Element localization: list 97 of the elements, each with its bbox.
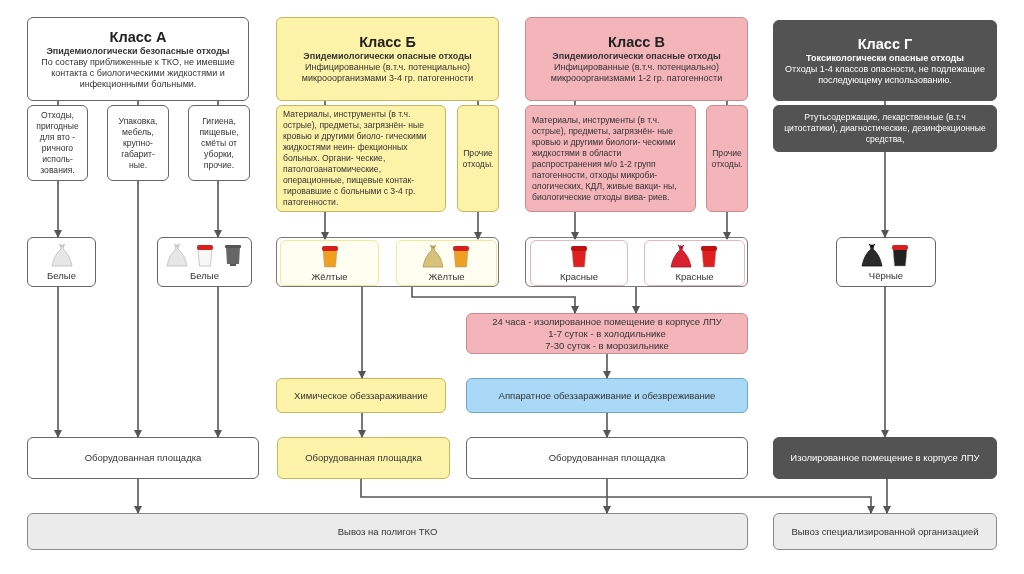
class-title: Класс А [109,28,167,46]
connector-arrow [321,211,329,240]
container-label: Белые [47,269,76,282]
box-text: Материалы, инструменты (в т.ч. острые), предметы, загрязнён- ные кровью и другими биологи- ческими жидкостями в области распространения м/о 1-2 групп патогенности, отходы микроби- ологических, КДЛ, живые вакци- ны, биологические отходы вива- риев. [531,114,678,203]
connector-arrow [411,286,579,314]
box-text: Ртутьсодержащие, лекарственные (в.т.ч цитостатики), диагностические, дезинфекционные средства, [783,112,987,145]
box-text: 7-30 суток - в морозильнике [545,339,669,352]
connector-arrow [883,478,891,514]
connector-arrow [214,286,222,438]
box-text: 24 часа - изолированное помещение в корпусе ЛПУ [492,315,722,328]
container-label: Красные [559,270,599,283]
container-color-box [644,240,745,286]
class-description: По составу приближенные к ТКО, не имевшие контакта с биологическими жидкостями и инфекционными больными. [40,56,236,90]
connector-arrow [358,412,366,438]
container-group-box [525,237,748,287]
box-text: Аппаратное обеззараживание и обезвреживание [498,389,716,402]
connector-arrow [474,211,482,240]
class-subtitle: Эпидемиологически безопасные отходы [45,45,231,57]
connector-arrow [723,211,731,240]
storage-site-box [466,437,748,479]
container-color-box [836,237,936,287]
box-text: Упаковка, мебель, крупно- габарит- ные. [117,115,159,171]
connector-arrow [358,286,366,379]
waste-type-box [276,105,446,212]
class-subtitle: Эпидемиологически опасные отходы [302,51,473,62]
connector-arrow [881,151,889,238]
class-title: Класс Б [359,34,416,51]
connector-line [324,100,326,106]
waste-type-box [188,105,250,181]
container-label: Чёрные [868,269,904,282]
box-text: Оборудованная площадка [84,452,202,464]
connector-arrow [54,286,62,438]
waste-type-box [107,105,169,181]
storage-site-box [277,437,450,479]
connector-line [726,100,728,106]
box-text: Оборудованная площадка [305,452,422,464]
connector-line [884,100,886,106]
connector-arrow [360,478,875,514]
connector-arrow [571,211,579,240]
class-header-box [773,20,997,101]
container-label: Жёлтые [311,270,348,283]
box-text: Изолированное помещение в корпусе ЛПУ [790,452,980,464]
waste-type-box [27,105,88,181]
box-text: Оборудованная площадка [548,452,666,464]
box-text: 1-7 суток - в холодильнике [548,327,666,340]
connector-line [217,100,219,106]
box-text: Прочие отходы. [710,147,744,170]
container-color-box [27,237,96,287]
class-title: Класс Г [857,35,913,53]
connector-arrow [54,180,62,238]
connector-line [57,100,59,106]
connector-line [574,100,576,106]
container-color-box [157,237,252,287]
box-text: Материалы, инструменты (в т.ч. острые), предметы, загрязнён- ные кровью и другими биоло- гическими жидкостями неин- фекционных больных. Органи- ческие, патологоанатомические, операционные, пищевые контак- тировавшие с больными с 3-4 гр. патогенности. [282,109,428,208]
class-title: Класс В [608,34,665,51]
storage-site-box [27,437,259,479]
connector-arrow [881,286,889,438]
box-text: Вывоз специализированной организацией [791,525,979,538]
connector-arrow [134,478,142,514]
box-text: Химическое обеззараживание [294,389,428,402]
connector-arrow [134,180,142,438]
class-subtitle: Эпидемиологически опасные отходы [551,51,722,62]
box-text: Прочие отходы. [461,147,495,170]
connector-line [477,100,479,106]
class-header-box [525,17,748,101]
connector-arrow [214,180,222,238]
storage-box [466,313,748,354]
container-color-box [396,240,497,286]
container-label: Белые [190,269,219,282]
process-box [276,378,446,413]
waste-type-box [706,105,748,212]
container-label: Красные [675,270,714,283]
connector-arrow [603,353,611,379]
container-group-box [276,237,499,287]
box-text: Отходы, пригодные для вто - ричного исполь- зования. [35,110,80,176]
class-header-box [276,17,499,101]
class-subtitle: Токсикологически опасные отходы [805,52,965,64]
storage-site-box [773,437,997,479]
waste-type-box [525,105,696,212]
connector-arrow [603,478,611,514]
class-description: Инфицированные (в.т.ч. потенциально) микрооорганизмами 1-2 гр. патогенности [549,62,724,84]
class-header-box [27,17,249,101]
container-color-box [280,240,379,286]
disposal-box [773,513,997,550]
waste-type-box [457,105,499,212]
connector-line [137,100,139,106]
box-text: Вывоз на полигон ТКО [337,525,438,538]
waste-type-box [773,105,997,152]
connector-arrow [632,286,640,314]
process-box [466,378,748,413]
disposal-box [27,513,748,550]
class-description: Инфицированные (в.т.ч. потенциально) микрооорганизмами 3-4 гр. патогенности [300,62,475,84]
class-description: Отходы 1-4 классов опасности, не подлежащие последующему использованию. [784,63,986,86]
connector-arrow [603,412,611,438]
container-color-box [530,240,628,286]
box-text: Гигиена, пищевые, смёты от уборки, прочие. [198,115,240,171]
container-label: Жёлтые [428,270,465,283]
